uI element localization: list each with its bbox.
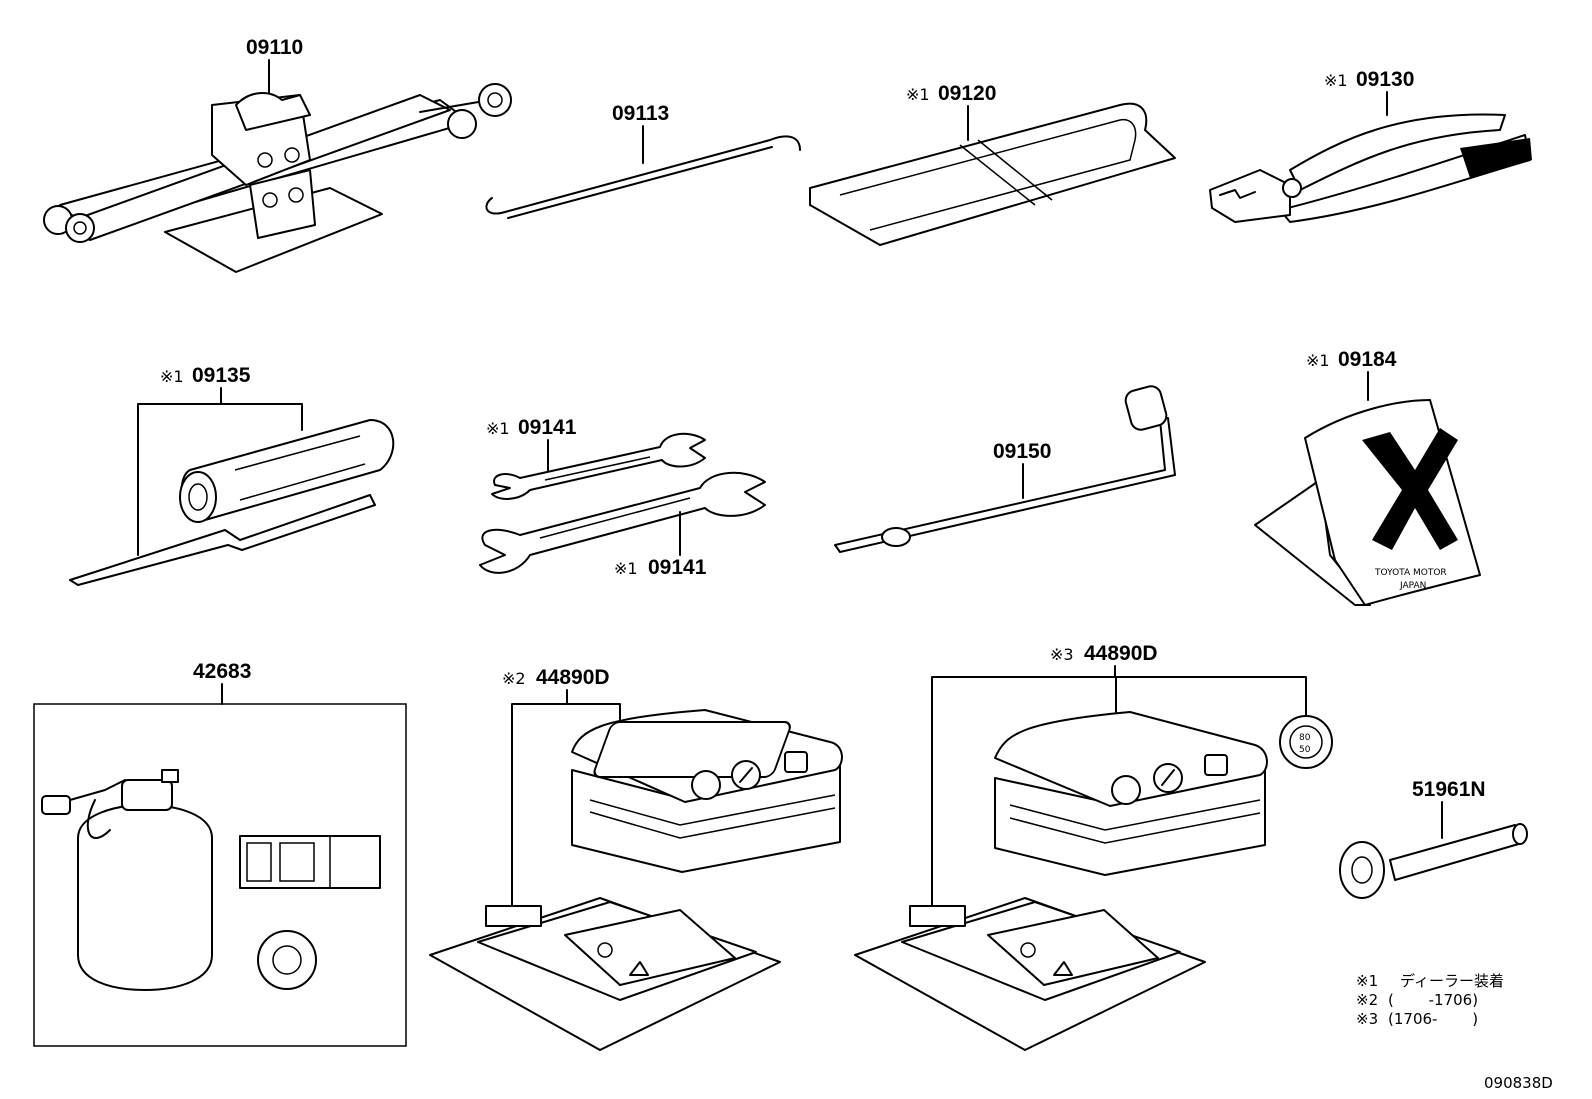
part-number-09184: 09184 (1338, 348, 1397, 371)
part-09135-screwdriver[interactable]: ※1 09135 (69, 364, 395, 586)
legend-mark-1: ※1 (1356, 972, 1378, 990)
gauge-label-top: 80 (1299, 733, 1311, 743)
chock-text-line2: JAPAN (1399, 581, 1426, 591)
part-51961n-tow-hook[interactable]: 51961N (1339, 778, 1528, 899)
part-number-44890d-a: 44890D (536, 666, 610, 689)
part-09120-tool-bag[interactable]: ※1 09120 (809, 82, 1176, 246)
part-09141-wrench-large[interactable]: ※1 09141 (479, 471, 766, 579)
part-09113-hook-rod[interactable]: 09113 (485, 102, 801, 219)
part-mark-09141-a: ※1 (486, 419, 510, 438)
part-number-09110: 09110 (246, 36, 303, 59)
part-number-09130: 09130 (1356, 68, 1414, 91)
part-09130-pliers[interactable]: ※1 09130 (1209, 68, 1532, 223)
part-mark-09135: ※1 (160, 367, 184, 386)
part-42683-repair-kit[interactable]: 42683 (33, 660, 407, 1047)
part-mark-09141-b: ※1 (614, 559, 638, 578)
legend-text-1: ディーラー装着 (1400, 972, 1504, 990)
gauge-label-bottom: 50 (1299, 745, 1311, 755)
part-number-09135: 09135 (192, 364, 251, 387)
part-09150-lug-wrench[interactable]: 09150 (834, 384, 1176, 553)
legend-text-2: ( -1706) (1388, 991, 1478, 1009)
diagram-code: 090838D (1484, 1074, 1553, 1092)
part-09141-wrench-small[interactable]: ※1 09141 (486, 416, 706, 500)
part-number-09141-b: 09141 (648, 556, 707, 579)
part-mark-09120: ※1 (906, 85, 930, 104)
part-09184-wheel-chock[interactable]: ※1 09184 TOYOTA MOTOR JAPAN (1254, 348, 1481, 606)
legend-mark-2: ※2 (1356, 991, 1378, 1009)
part-44890d-kit-a[interactable]: ※2 44890D (429, 666, 843, 1051)
chock-text-line1: TOYOTA MOTOR (1374, 568, 1447, 578)
part-mark-09184: ※1 (1306, 351, 1330, 370)
part-mark-44890d-a: ※2 (502, 669, 526, 688)
part-mark-09130: ※1 (1324, 71, 1348, 90)
part-number-51961n: 51961N (1412, 778, 1486, 801)
legend-text-3: (1706- ) (1388, 1010, 1478, 1028)
part-44890d-kit-b[interactable]: ※3 44890D 80 50 (854, 642, 1333, 1051)
part-number-09120: 09120 (938, 82, 996, 105)
part-number-44890d-b: 44890D (1084, 642, 1158, 665)
legend: ※1 ディーラー装着 ※2 ( -1706) ※3 (1706- ) (1356, 972, 1504, 1028)
part-number-42683: 42683 (193, 660, 251, 683)
part-mark-44890d-b: ※3 (1050, 645, 1074, 664)
part-number-09113: 09113 (612, 102, 669, 125)
part-number-09150: 09150 (993, 440, 1051, 463)
part-number-09141-a: 09141 (518, 416, 577, 439)
legend-mark-3: ※3 (1356, 1010, 1378, 1028)
part-09110-jack[interactable]: 09110 (43, 36, 512, 273)
